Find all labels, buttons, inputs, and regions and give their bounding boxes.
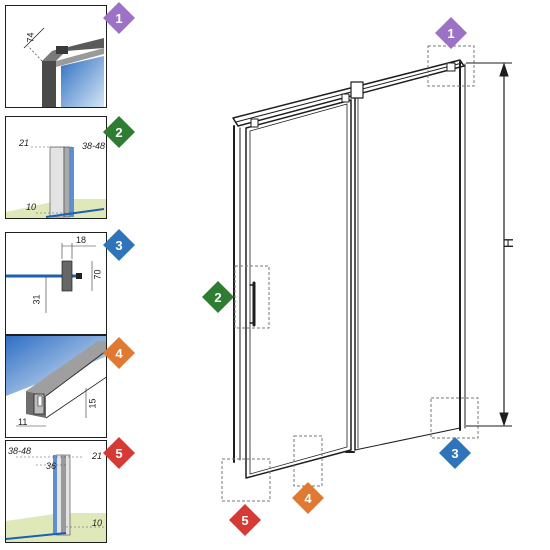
badge-number: 3 bbox=[115, 237, 123, 253]
badge-2: 2 bbox=[103, 116, 135, 148]
detail-panel-5: 38-48 21 36 10 bbox=[5, 440, 107, 543]
dim-label: 21 bbox=[19, 138, 30, 148]
detail-panel-4: 15 11 bbox=[5, 335, 107, 438]
detail-2-drawing bbox=[6, 146, 106, 218]
callout-number-2: 2 bbox=[214, 289, 222, 305]
height-label: H bbox=[500, 237, 517, 249]
callout-badge-2 bbox=[202, 281, 234, 313]
detail-panel-2: 21 38-48 10 bbox=[5, 116, 107, 219]
detail-panel-1: 74 bbox=[5, 5, 107, 108]
detail-3-drawing bbox=[6, 243, 96, 313]
dim-label: 18 bbox=[76, 235, 87, 245]
badge-number: 5 bbox=[115, 445, 123, 461]
callout-badge-5 bbox=[229, 504, 261, 536]
badge-number: 2 bbox=[115, 124, 123, 140]
dim-label: 10 bbox=[26, 202, 37, 212]
callout-badge-3 bbox=[439, 437, 471, 469]
callout-number-3: 3 bbox=[451, 445, 459, 461]
callout-badge-1 bbox=[435, 17, 467, 49]
callout-number-5: 5 bbox=[241, 512, 249, 528]
dim-label: 11 bbox=[18, 417, 28, 427]
callout-box-3 bbox=[430, 397, 479, 439]
detail-1-drawing bbox=[23, 27, 104, 107]
dim-label: 38-48 bbox=[82, 141, 106, 151]
callout-number-1: 1 bbox=[447, 25, 455, 41]
dim-label: 36 bbox=[46, 461, 57, 471]
badge-3: 3 bbox=[103, 229, 135, 261]
dim-label: 10 bbox=[92, 518, 103, 528]
callout-badge-4 bbox=[292, 482, 324, 514]
badge-number: 1 bbox=[115, 10, 123, 26]
detail-5-drawing bbox=[6, 454, 106, 542]
callout-box-2 bbox=[234, 265, 270, 329]
badge-1: 1 bbox=[103, 2, 135, 34]
callout-number-4: 4 bbox=[304, 490, 312, 506]
detail-4-drawing bbox=[6, 336, 106, 427]
badge-4: 4 bbox=[103, 337, 135, 369]
dim-label: 21 bbox=[92, 451, 103, 461]
dim-label: 38-48 bbox=[8, 446, 32, 456]
detail-panel-3: 18 70 31 bbox=[5, 232, 107, 335]
badge-number: 4 bbox=[115, 345, 123, 361]
badge-5: 5 bbox=[103, 437, 135, 469]
